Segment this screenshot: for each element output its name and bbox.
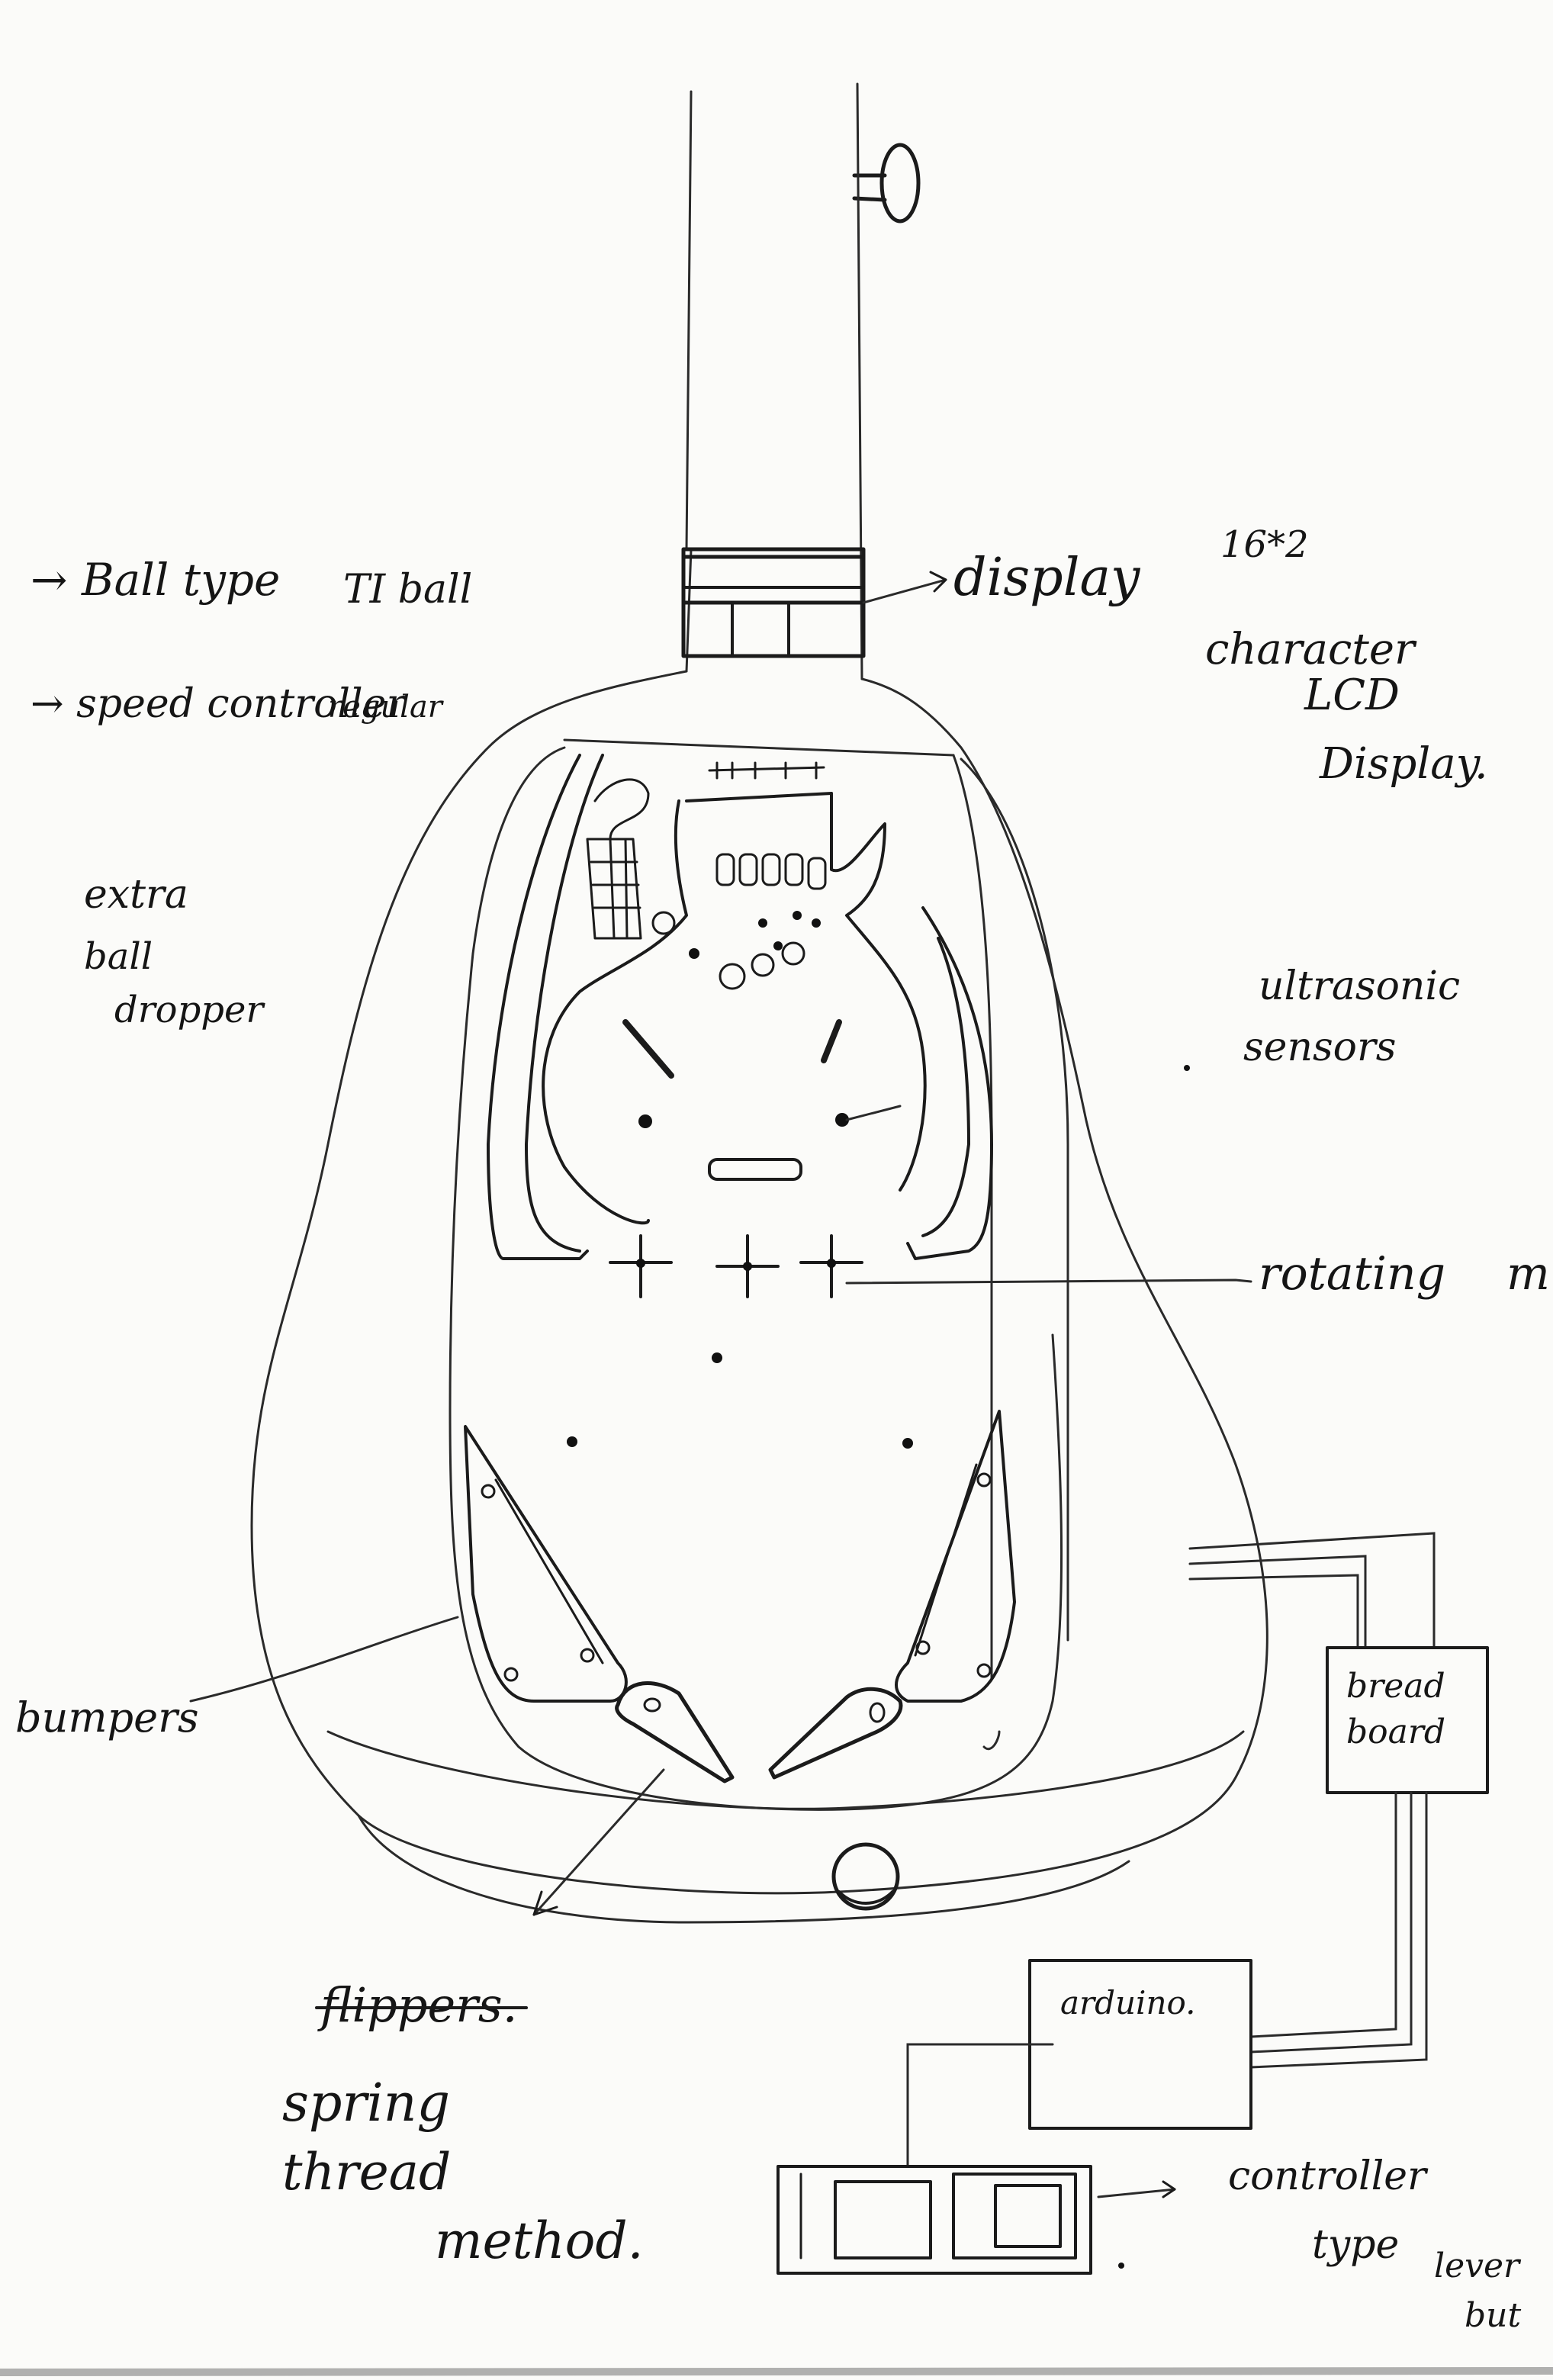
label-character: character <box>1205 625 1417 674</box>
label-board: board <box>1346 1713 1445 1751</box>
flipper-right <box>770 1689 901 1777</box>
label-method: method. <box>435 2211 644 2270</box>
lcd-display-box <box>683 549 863 656</box>
label-bumpers: bumpers <box>15 1693 199 1742</box>
label-display: display <box>953 548 1141 608</box>
upper-bars <box>625 1022 849 1179</box>
label-bread: bread <box>1346 1667 1445 1706</box>
ultrasonic-dot <box>1184 1065 1190 1071</box>
spinner-left <box>610 1236 671 1297</box>
drain-mark <box>984 1732 999 1749</box>
label-ultrasonic: ultrasonic <box>1259 963 1460 1009</box>
mid-holes <box>567 1352 913 1449</box>
flipper-pointer <box>534 1770 664 1915</box>
label-ti-ball: TI ball <box>343 567 472 613</box>
ball-dropper-tower <box>587 780 648 938</box>
rotating-pointer <box>847 1280 1251 1283</box>
display-pointer <box>863 572 946 603</box>
spinner-center <box>717 1236 778 1297</box>
rotating-spinners <box>610 1236 862 1297</box>
flipper-left <box>617 1683 732 1781</box>
bumper-left <box>465 1426 626 1701</box>
controller-pointer <box>1098 2182 1175 2197</box>
label-spring: spring <box>282 2073 450 2134</box>
label-but: but <box>1465 2296 1522 2335</box>
upper-pocket <box>543 763 925 1223</box>
label-lcd: LCD <box>1304 671 1400 720</box>
label-ball-type: → Ball type <box>31 554 280 606</box>
right-lane-guide <box>908 908 992 1259</box>
scan-edge <box>0 2371 1553 2372</box>
label-dropper: dropper <box>114 989 265 1031</box>
label-lcd-size: 16*2 <box>1220 523 1309 566</box>
label-flippers-group: flippers. <box>317 1977 526 2033</box>
label-controller: controller <box>1228 2153 1429 2199</box>
label-thread: thread <box>282 2143 451 2202</box>
wires-to-breadboard <box>1190 1533 1434 1648</box>
ultrasonic-pointer <box>847 1106 900 1120</box>
label-arduino: arduino. <box>1060 1984 1195 2021</box>
label-extra: extra <box>84 872 188 918</box>
spinner-right <box>801 1236 862 1297</box>
label-regular: regular <box>328 690 445 725</box>
label-lever: lever <box>1434 2247 1522 2285</box>
label-type: type <box>1312 2222 1399 2268</box>
controller-box <box>778 2166 1124 2273</box>
start-button <box>834 1844 898 1909</box>
machine-body <box>252 671 1267 1922</box>
label-sensors: sensors <box>1243 1024 1396 1070</box>
bumper-pointer <box>191 1617 458 1701</box>
left-lane-guide <box>488 755 603 1259</box>
label-flippers: flippers. <box>317 1977 517 2033</box>
label-rotating: rotating <box>1259 1247 1445 1301</box>
wires-to-arduino <box>1251 1793 1426 2067</box>
playfield-border <box>450 740 1068 1809</box>
label-rotating-cut: m <box>1506 1247 1550 1301</box>
label-ball: ball <box>84 935 153 978</box>
plunger-knob <box>854 145 918 221</box>
label-display-word: Display. <box>1319 739 1488 789</box>
back-panel <box>686 84 862 679</box>
bumper-right <box>896 1411 1014 1701</box>
